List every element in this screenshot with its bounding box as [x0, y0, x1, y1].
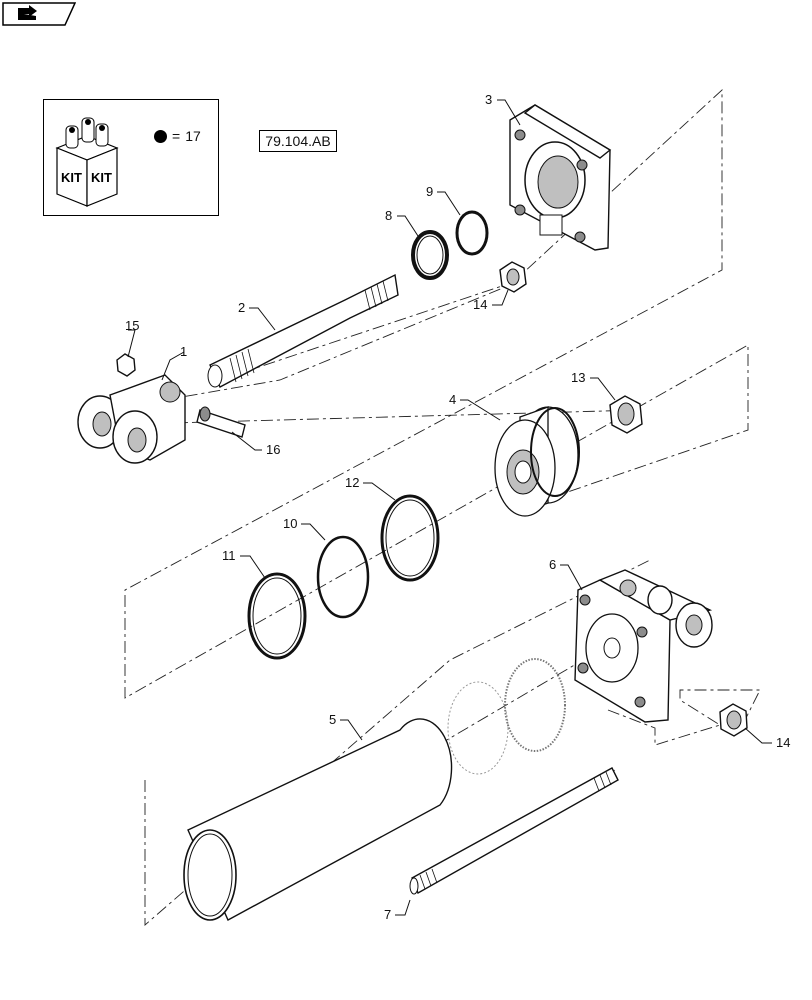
callout-labels: 3 2 1 15 8 9 14 16 4 13 12 10 11 6 5 14 …: [125, 92, 790, 922]
part-16-bolt[interactable]: [196, 406, 246, 438]
callout-10[interactable]: 10: [283, 516, 297, 531]
callout-5[interactable]: 5: [329, 712, 336, 727]
part-3-end-cap[interactable]: [509, 104, 612, 251]
callout-14-lower[interactable]: 14: [776, 735, 790, 750]
part-7-tie-rod[interactable]: [409, 767, 619, 895]
part-14-nut-upper[interactable]: [499, 261, 527, 293]
part-6-lower-end-cap[interactable]: [574, 569, 713, 723]
callout-6[interactable]: 6: [549, 557, 556, 572]
kit-label-left: KIT: [61, 170, 82, 185]
part-5-barrel[interactable]: [183, 718, 453, 921]
kit-number: 17: [185, 128, 201, 144]
kit-equals: =: [172, 128, 181, 144]
callout-4[interactable]: 4: [449, 392, 456, 407]
kit-legend-text: = 17: [154, 128, 201, 144]
kit-legend-panel: KIT KIT = 17: [43, 99, 219, 216]
callout-9[interactable]: 9: [426, 184, 433, 199]
part-4-piston[interactable]: [494, 406, 580, 517]
reference-code-box[interactable]: 79.104.AB: [259, 130, 337, 152]
callout-leaders: [127, 99, 772, 916]
callout-3[interactable]: 3: [485, 92, 492, 107]
kit-dot-icon: [154, 129, 167, 143]
callout-15[interactable]: 15: [125, 318, 139, 333]
part-14-nut-lower[interactable]: [719, 703, 748, 737]
part-8-ring[interactable]: [411, 230, 449, 280]
callout-14-upper[interactable]: 14: [473, 297, 487, 312]
part-2-piston-rod[interactable]: [207, 273, 399, 388]
part-13-nut[interactable]: [609, 395, 643, 434]
next-page-arrow-icon[interactable]: [2, 2, 76, 26]
callout-1[interactable]: 1: [180, 344, 187, 359]
part-1-clevis[interactable]: [77, 374, 186, 464]
part-11-ring[interactable]: [247, 572, 307, 660]
part-9-ring[interactable]: [455, 210, 489, 256]
callout-8[interactable]: 8: [385, 208, 392, 223]
kit-box-icon: KIT KIT: [55, 117, 119, 207]
part-12-ring[interactable]: [380, 494, 440, 582]
callout-7[interactable]: 7: [384, 907, 391, 922]
part-15-nut[interactable]: [116, 353, 136, 377]
seal-pair[interactable]: [447, 658, 566, 775]
callout-12[interactable]: 12: [345, 475, 359, 490]
kit-label-right: KIT: [91, 170, 112, 185]
part-10-o-ring[interactable]: [316, 535, 370, 619]
callout-16[interactable]: 16: [266, 442, 280, 457]
callout-11[interactable]: 11: [222, 548, 236, 563]
callout-2[interactable]: 2: [238, 300, 245, 315]
callout-13[interactable]: 13: [571, 370, 585, 385]
